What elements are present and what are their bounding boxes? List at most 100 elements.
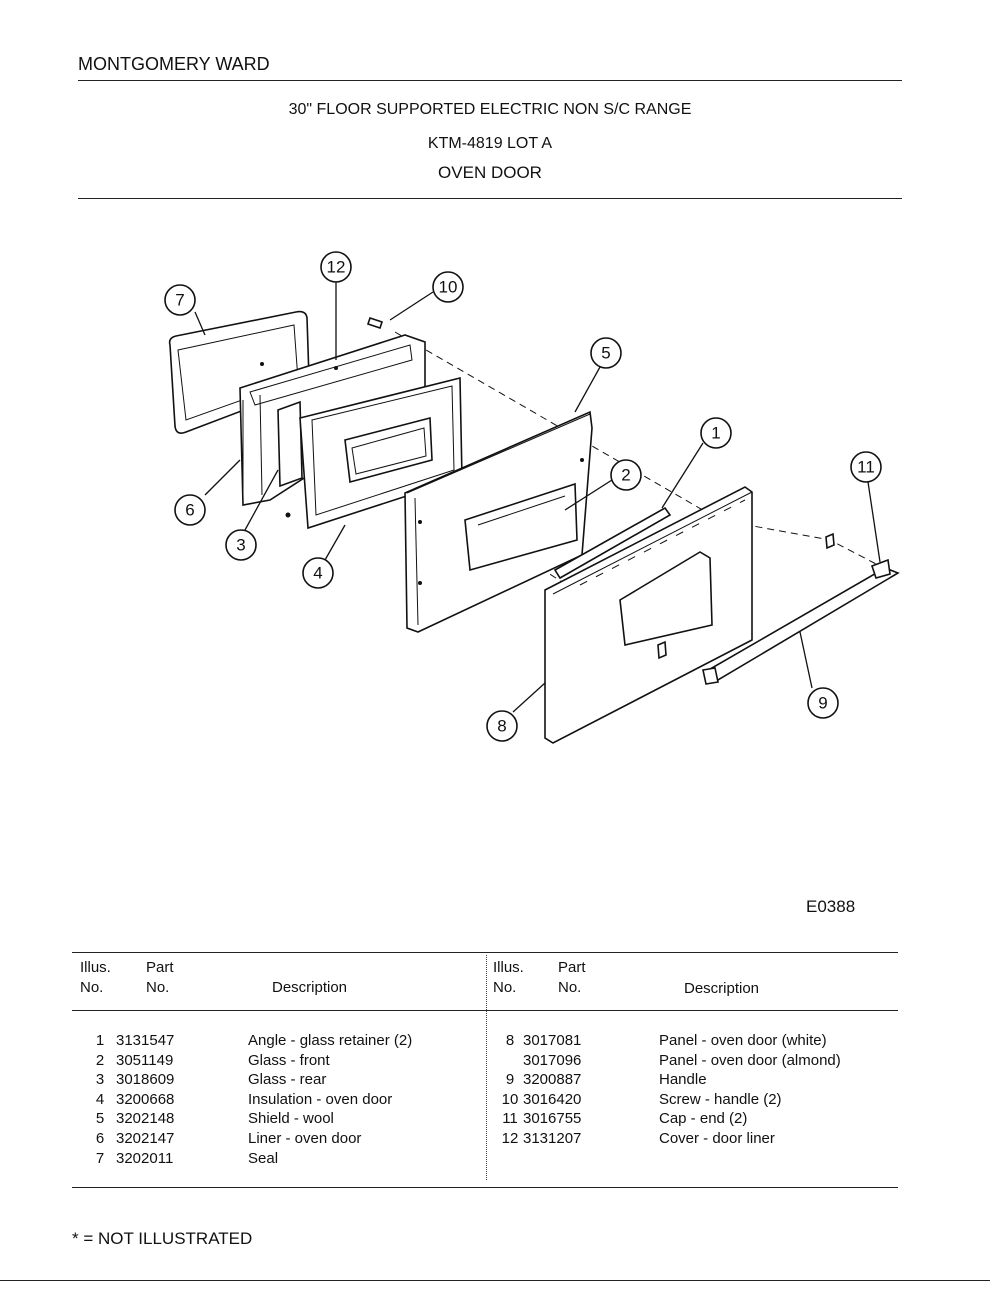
part-number-cell: 3017081	[523, 1032, 582, 1049]
callout-7: 7	[164, 284, 196, 316]
outer-panel-part	[544, 486, 753, 744]
callout-10: 10	[432, 271, 464, 303]
callout-2: 2	[610, 459, 642, 491]
brand-label: MONTGOMERY WARD	[78, 54, 270, 74]
callout-11: 11	[850, 451, 882, 483]
illus-number-cell	[497, 1052, 523, 1072]
part-number-cell: 3200668	[116, 1090, 175, 1108]
table-row: 3 3018609 Glass - rear	[84, 1071, 468, 1091]
illus-header-left: Illus. No.	[80, 958, 111, 998]
part-number-cell: 3200887	[523, 1071, 582, 1089]
table-row: 6 3202147 Liner - oven door	[84, 1130, 468, 1150]
part-number-cell: 3051149	[116, 1051, 174, 1069]
svg-text:9: 9	[818, 694, 827, 713]
part-number-cell: 3017096	[523, 1051, 582, 1069]
part-header-left: Part No.	[146, 958, 174, 998]
table-row: 11 3016755 Cap - end (2)	[497, 1110, 889, 1130]
callout-3: 3	[225, 529, 257, 561]
description-cell: Panel - oven door (white)	[659, 1032, 827, 1049]
part-header-line1: Part	[146, 959, 174, 976]
callout-1: 1	[700, 417, 732, 449]
svg-text:2: 2	[621, 466, 630, 485]
table-row: 5 3202148 Shield - wool	[84, 1110, 468, 1130]
rear-glass-part	[277, 400, 303, 488]
front-glass-part	[464, 482, 578, 572]
description-cell: Panel - oven door (almond)	[659, 1051, 841, 1069]
part-header-line2: No.	[146, 979, 170, 996]
header-rule	[78, 80, 902, 81]
illus-header-line1: Illus.	[80, 959, 111, 976]
svg-text:3: 3	[236, 536, 245, 555]
description-cell: Cover - door liner	[659, 1129, 775, 1147]
description-cell: Glass - front	[248, 1051, 330, 1069]
parts-table-left: 1 3131547 Angle - glass retainer (2) 2 30511…	[84, 1032, 468, 1169]
illus-number-cell: 7	[95, 1149, 105, 1167]
description-cell: Glass - rear	[248, 1071, 327, 1089]
table-row: 8 3017081 Panel - oven door (white)	[497, 1032, 889, 1052]
oven-door-exploded-diagram: 12 7 10 5 1 2 11 6 3 4 8 9	[164, 251, 900, 744]
svg-text:5: 5	[601, 344, 610, 363]
part-number-cell: 3018609	[116, 1071, 175, 1089]
svg-text:8: 8	[497, 717, 506, 736]
part-number-cell: 3016755	[523, 1110, 582, 1128]
page-bottom-rule	[0, 1280, 990, 1281]
section-title: OVEN DOOR	[438, 163, 542, 182]
illus-number-cell: 6	[95, 1129, 105, 1147]
illus-number-cell: 9	[505, 1071, 515, 1089]
svg-text:12: 12	[327, 258, 346, 277]
part-number-cell: 3131207	[523, 1129, 582, 1147]
callout-5: 5	[590, 337, 622, 369]
model-number: KTM-4819 LOT A	[427, 135, 553, 152]
callout-4: 4	[302, 557, 334, 589]
illus-header-line1: Illus.	[493, 959, 524, 976]
illus-number-cell: 8	[505, 1032, 515, 1049]
svg-text:7: 7	[175, 291, 184, 310]
screw-part	[366, 316, 384, 330]
table-row: 7 3202011 Seal	[84, 1150, 468, 1170]
part-header-line1: Part	[558, 959, 586, 976]
illus-number-cell: 1	[95, 1032, 105, 1049]
description-cell: Handle	[659, 1071, 707, 1089]
callout-12: 12	[320, 251, 352, 283]
illus-number-cell: 11	[502, 1110, 518, 1128]
table-column-separator	[486, 955, 487, 1180]
illus-header-line2: No.	[80, 979, 104, 996]
illus-number-cell: 3	[95, 1071, 105, 1089]
description-cell: Angle - glass retainer (2)	[248, 1032, 413, 1049]
svg-text:11: 11	[857, 458, 875, 477]
illus-number-cell: 5	[95, 1110, 105, 1128]
illus-number-cell: 2	[95, 1051, 105, 1069]
diagram-code: E0388	[806, 897, 856, 916]
part-number-cell: 3202147	[116, 1129, 175, 1147]
illus-number-cell: 10	[501, 1090, 519, 1108]
range-title: 30" FLOOR SUPPORTED ELECTRIC NON S/C RAN…	[288, 101, 692, 118]
table-row: 2 3051149 Glass - front	[84, 1052, 468, 1072]
part-number-cell: 3202148	[116, 1110, 175, 1128]
description-cell: Shield - wool	[248, 1110, 334, 1128]
table-top-rule	[72, 952, 898, 953]
table-bottom-rule	[72, 1187, 898, 1188]
not-illustrated-note: * = NOT ILLUSTRATED	[72, 1229, 253, 1248]
svg-text:1: 1	[711, 424, 720, 443]
svg-text:10: 10	[439, 278, 458, 297]
callout-9: 9	[807, 687, 839, 719]
illus-header-line2: No.	[493, 979, 517, 996]
description-header-right: Description	[684, 980, 760, 997]
description-cell: Liner - oven door	[248, 1129, 362, 1147]
part-header-right: Part No.	[558, 958, 586, 998]
table-row: 3017096 Panel - oven door (almond)	[497, 1052, 889, 1072]
part-number-cell: 3131547	[116, 1032, 175, 1049]
part-number-cell: 3016420	[523, 1090, 582, 1108]
parts-table-right: 8 3017081 Panel - oven door (white) 3017096…	[497, 1032, 889, 1150]
title-rule	[78, 198, 902, 199]
table-header-rule	[72, 1010, 898, 1011]
description-cell: Seal	[248, 1149, 279, 1167]
description-cell: Screw - handle (2)	[659, 1090, 782, 1108]
description-header-left: Description	[272, 979, 348, 996]
part-number-cell: 3202011	[116, 1149, 174, 1167]
description-cell: Insulation - oven door	[248, 1090, 393, 1108]
description-cell: Cap - end (2)	[659, 1110, 748, 1128]
